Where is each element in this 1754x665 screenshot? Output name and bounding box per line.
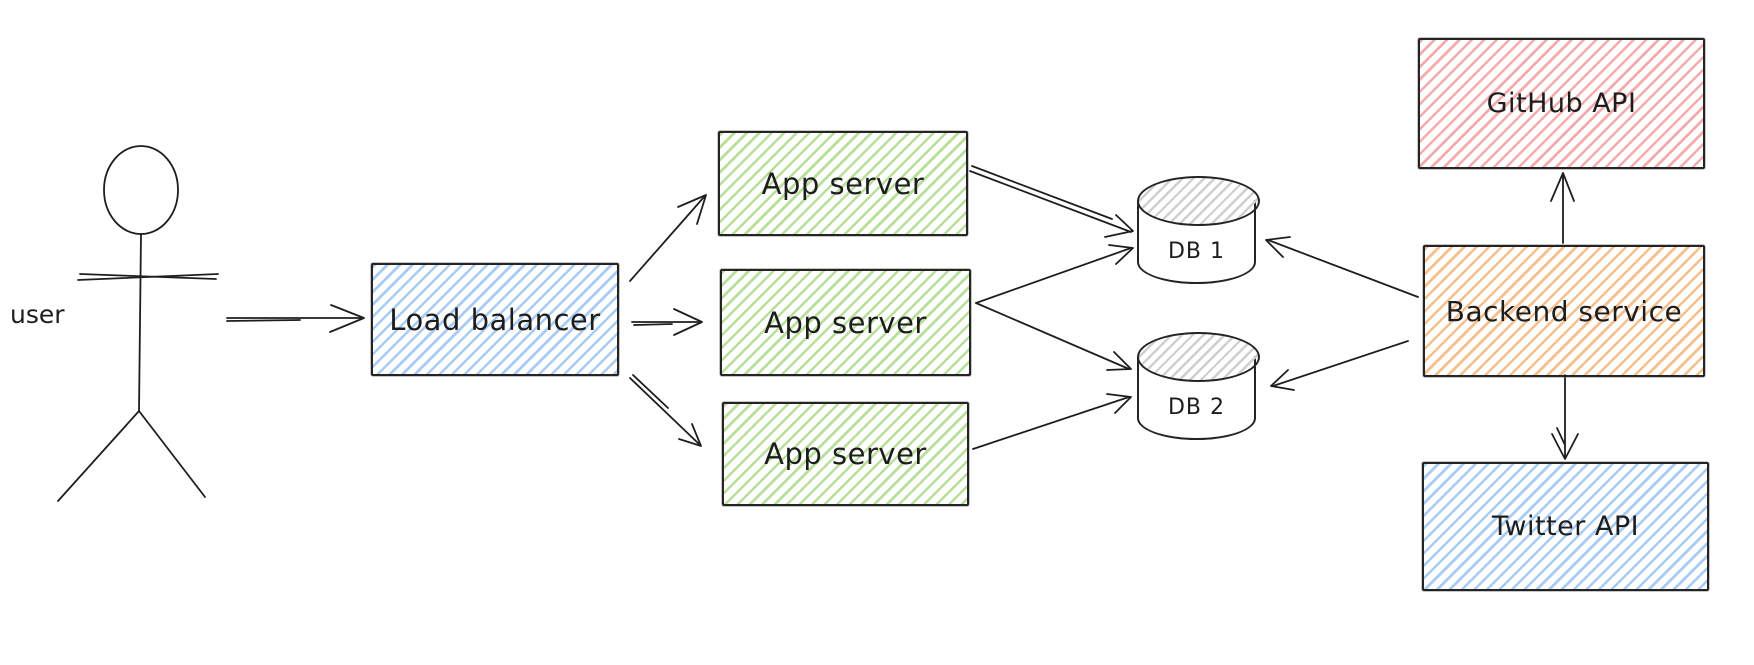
- db-2-cylinder-top: [1137, 332, 1260, 382]
- arrow-app-server-2-to-db-2[interactable]: [975, 302, 1132, 371]
- backend-service-label: Backend service: [1445, 294, 1683, 328]
- db-2-label: DB 2: [1167, 394, 1226, 420]
- user-label: user: [10, 300, 65, 329]
- db-2-node[interactable]: DB 2: [1137, 332, 1260, 444]
- github-api-node[interactable]: GitHub API: [1418, 38, 1705, 169]
- db-1-node[interactable]: DB 1: [1137, 176, 1260, 288]
- backend-service-node[interactable]: Backend service: [1423, 245, 1705, 377]
- twitter-api-node[interactable]: Twitter API: [1422, 462, 1709, 591]
- arrow-backend-service-to-github-api[interactable]: [1550, 172, 1575, 244]
- app-server-3-label: App server: [764, 437, 927, 471]
- arrow-backend-service-to-db-2[interactable]: [1270, 340, 1409, 391]
- db-1-cylinder-top: [1137, 176, 1260, 226]
- app-server-1-label: App server: [761, 166, 925, 201]
- app-server-2-node[interactable]: App server: [720, 269, 971, 376]
- arrow-backend-service-to-db-1[interactable]: [1265, 236, 1419, 298]
- arrow-app-server-2-to-db-1[interactable]: [975, 244, 1134, 304]
- arrow-load-balancer-to-app-server-1[interactable]: [629, 194, 707, 282]
- load-balancer-label: Load balancer: [389, 302, 601, 337]
- github-api-label: GitHub API: [1486, 88, 1637, 119]
- arrow-app-server-3-to-db-2[interactable]: [972, 393, 1132, 450]
- user-stick-figure[interactable]: [57, 145, 219, 502]
- arrow-backend-service-to-twitter-api[interactable]: [1551, 374, 1579, 460]
- app-server-1-node[interactable]: App server: [718, 131, 968, 236]
- app-server-2-label: App server: [764, 305, 927, 340]
- twitter-api-label: Twitter API: [1491, 511, 1640, 542]
- load-balancer-node[interactable]: Load balancer: [371, 263, 619, 376]
- arrow-app-server-1-to-db-1[interactable]: [969, 165, 1134, 238]
- app-server-3-node[interactable]: App server: [722, 402, 969, 506]
- arrow-load-balancer-to-app-server-3[interactable]: [629, 374, 702, 447]
- arrow-user-to-load-balancer[interactable]: [226, 304, 365, 333]
- db-1-label: DB 1: [1167, 238, 1226, 264]
- arrow-load-balancer-to-app-server-2[interactable]: [631, 308, 703, 336]
